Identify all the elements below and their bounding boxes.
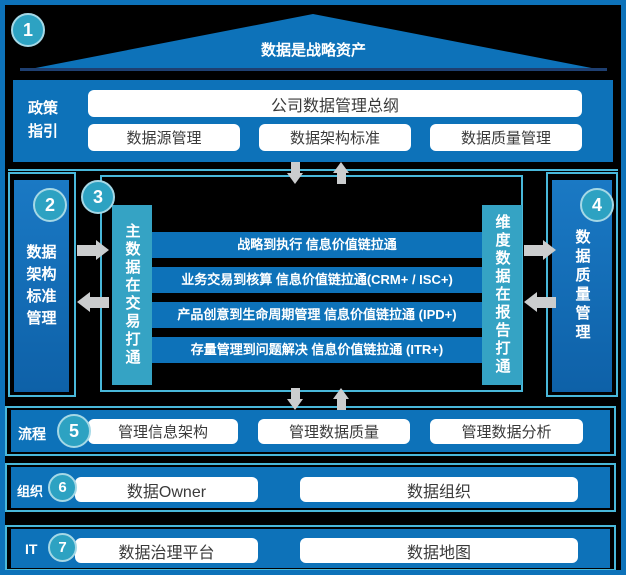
master-data-bar-label: 主数据在交易打通	[123, 223, 141, 367]
policy-box-quality: 数据质量管理	[430, 124, 582, 151]
organization-section-label: 组织	[17, 484, 44, 499]
arrow-shaft	[290, 162, 300, 173]
it-box-governance-platform: 数据治理平台	[75, 538, 258, 563]
organization-box-data-owner: 数据Owner	[75, 477, 258, 502]
policy-box-architecture: 数据架构标准	[259, 124, 411, 151]
arrow-shaft	[336, 173, 346, 184]
process-box-data-analysis: 管理数据分析	[430, 419, 583, 444]
it-box-data-map: 数据地图	[300, 538, 578, 563]
middle-top-connector-line	[8, 169, 618, 171]
arrow-head	[77, 292, 90, 312]
arrow-shaft	[77, 244, 96, 256]
arrow-shaft	[336, 399, 346, 410]
step-6-badge: 6	[48, 473, 77, 502]
arrow-shaft	[90, 296, 109, 308]
arrow-shaft	[537, 296, 556, 308]
arrow-up-icon	[333, 162, 349, 184]
policy-main-box: 公司数据管理总纲	[88, 90, 582, 117]
roof-triangle	[20, 14, 607, 71]
roof-base-line	[20, 68, 607, 71]
arrow-right-icon	[524, 240, 556, 260]
master-data-bar: 主数据在交易打通	[112, 205, 152, 385]
it-section-label: IT	[25, 541, 38, 557]
arrow-head	[96, 240, 109, 260]
process-section-label: 流程	[18, 426, 46, 442]
quality-section-label: 数据质量管理	[573, 229, 591, 343]
step-7-badge: 7	[48, 533, 77, 562]
value-chain-row-product: 产品创意到生命周期管理 信息价值链拉通 (IPD+)	[152, 302, 482, 328]
value-chain-row-strategy: 战略到执行 信息价值链拉通	[152, 232, 482, 258]
arrow-head	[333, 162, 349, 173]
policy-box-datasource: 数据源管理	[88, 124, 240, 151]
arrow-head	[287, 173, 303, 184]
value-chain-row-transaction: 业务交易到核算 信息价值链拉通(CRM+ / ISC+)	[152, 267, 482, 293]
arrow-left-icon	[524, 292, 556, 312]
process-box-info-architecture: 管理信息架构	[88, 419, 238, 444]
arrow-shaft	[524, 244, 543, 256]
arrow-shaft	[290, 388, 300, 399]
step-2-badge: 2	[33, 188, 67, 222]
arrow-head	[287, 399, 303, 410]
arrow-up-icon	[333, 388, 349, 410]
arrow-down-icon	[287, 162, 303, 184]
step-5-badge: 5	[57, 414, 91, 448]
arrow-left-icon	[77, 292, 109, 312]
value-chain-row-inventory: 存量管理到问题解决 信息价值链拉通 (ITR+)	[152, 337, 482, 363]
dimension-data-bar: 维度数据在报告打通	[482, 205, 522, 385]
roof-title: 数据是战略资产	[260, 42, 366, 59]
dimension-data-bar-label: 维度数据在报告打通	[493, 214, 511, 376]
policy-section: 政策 指引 公司数据管理总纲 数据源管理 数据架构标准 数据质量管理	[13, 80, 613, 162]
organization-box-data-org: 数据组织	[300, 477, 578, 502]
arrow-down-icon	[287, 388, 303, 410]
step-3-badge: 3	[81, 180, 115, 214]
arrow-head	[543, 240, 556, 260]
arrow-right-icon	[77, 240, 109, 260]
policy-section-label: 政策 指引	[27, 100, 58, 140]
step-4-badge: 4	[580, 188, 614, 222]
step-1-badge: 1	[11, 13, 45, 47]
arrow-head	[333, 388, 349, 399]
arrow-head	[524, 292, 537, 312]
process-box-data-quality: 管理数据质量	[258, 419, 410, 444]
